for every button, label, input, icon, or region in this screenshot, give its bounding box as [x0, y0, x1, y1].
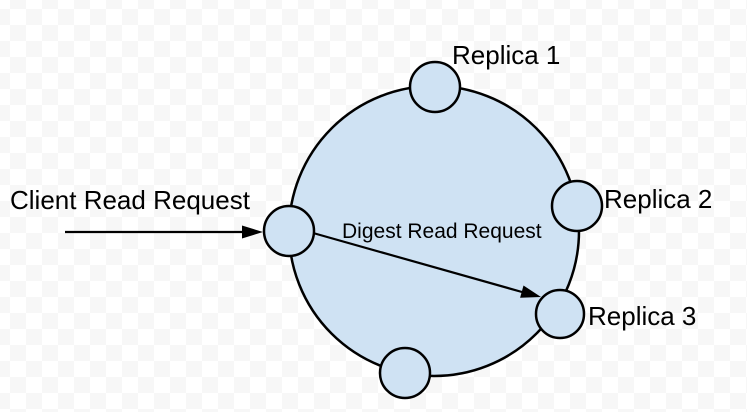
replica-2-node — [550, 179, 604, 233]
digest-read-arrow — [305, 229, 523, 294]
client-read-arrowhead — [242, 225, 263, 239]
replica-2-label: Replica 2 — [604, 184, 713, 214]
replica-1-label: Replica 1 — [452, 40, 561, 70]
digest-read-request-label: Digest Read Request — [342, 220, 542, 243]
replica-1-node — [408, 60, 462, 114]
digest-read-arrowhead — [520, 285, 541, 298]
replica-3-label: Replica 3 — [588, 301, 697, 331]
coordinator-node — [262, 204, 316, 258]
client-read-request-label: Client Read Request — [10, 185, 250, 215]
replica-3-node — [534, 288, 586, 340]
bottom-node — [378, 346, 432, 400]
